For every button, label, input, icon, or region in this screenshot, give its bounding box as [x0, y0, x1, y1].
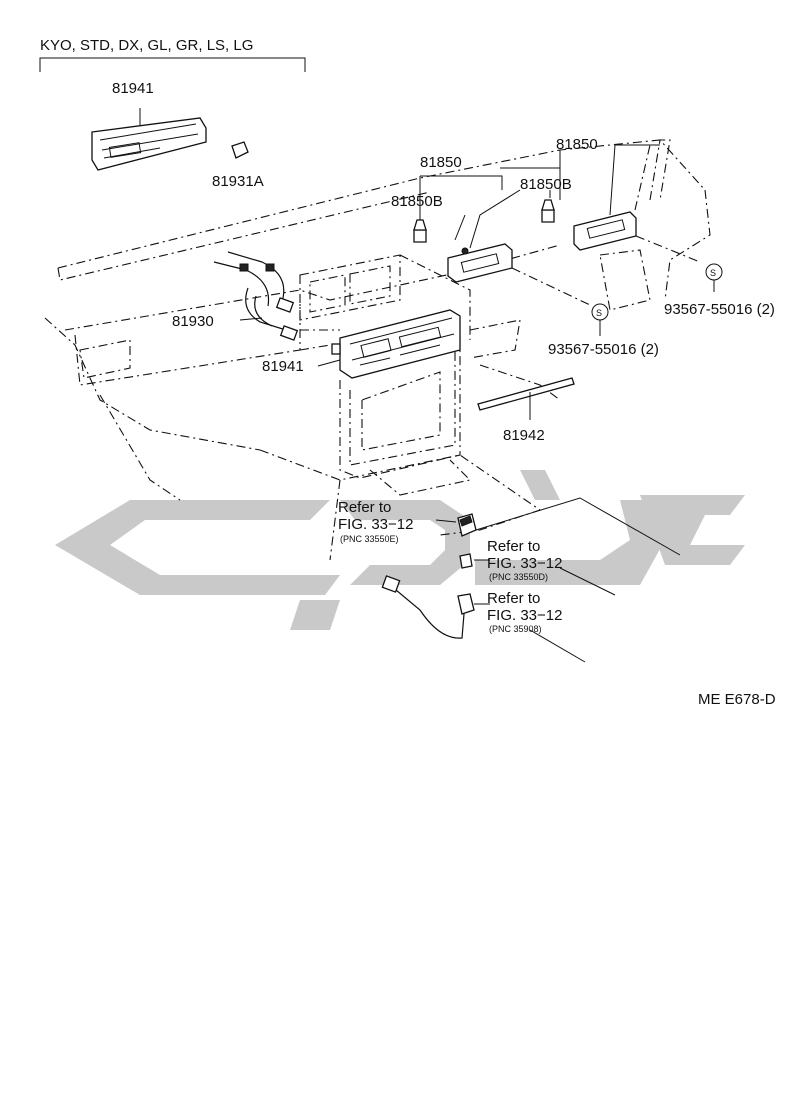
- label-81931A: 81931A: [212, 173, 264, 190]
- screw-symbol-right: S: [705, 263, 723, 281]
- leader-ref-3: [474, 603, 586, 663]
- svg-text:S: S: [596, 308, 602, 318]
- label-screw-right: 93567-55016 (2): [664, 301, 775, 318]
- lamp-81850-left: [447, 243, 513, 283]
- strip-81942: [477, 377, 575, 420]
- label-81942: 81942: [503, 427, 545, 444]
- leader-81850B-left: [454, 214, 466, 241]
- reference-3: Refer to FIG. 33−12 (PNC 35908): [487, 590, 562, 634]
- svg-text:(PNC 35908): (PNC 35908): [489, 624, 542, 634]
- unit-81941-mid: [331, 309, 461, 379]
- figure-code: ME E678-D: [698, 691, 776, 708]
- svg-text:FIG. 33−12: FIG. 33−12: [487, 555, 562, 572]
- harness-81930: [213, 251, 299, 341]
- ref-part-33550D: [459, 553, 473, 569]
- variant-bracket: [39, 57, 306, 72]
- bulb-81850B-left: [413, 219, 427, 243]
- lamp-81850-right: [573, 211, 637, 251]
- label-81850B-left: 81850B: [391, 193, 443, 210]
- leader-ref-1: [475, 497, 681, 556]
- bulb-81850B-right: [541, 199, 555, 223]
- svg-text:FIG. 33−12: FIG. 33−12: [487, 607, 562, 624]
- screw-leader-right: [635, 235, 701, 263]
- leader-ref-2: [474, 559, 616, 596]
- label-screw-left: 93567-55016 (2): [548, 341, 659, 358]
- unit-81941-top: [91, 108, 207, 171]
- svg-text:Refer to: Refer to: [487, 590, 540, 607]
- label-81941-top: 81941: [112, 80, 154, 97]
- variant-header: KYO, STD, DX, GL, GR, LS, LG: [40, 37, 253, 54]
- svg-text:FIG. 33−12: FIG. 33−12: [338, 516, 413, 533]
- reference-2: Refer to FIG. 33−12 (PNC 33550D): [487, 538, 562, 582]
- svg-text:Refer to: Refer to: [338, 499, 391, 516]
- bulb-81931A: [231, 141, 249, 159]
- leader-81850B: [469, 189, 551, 249]
- screw-label-leaders: [599, 280, 715, 336]
- label-81850B-right: 81850B: [520, 176, 572, 193]
- label-81850-right: 81850: [556, 136, 598, 153]
- dashboard-outline: [44, 139, 711, 501]
- leader-81850-left: [419, 175, 503, 220]
- screw-symbol-left: S: [591, 303, 609, 321]
- screw-leader-left: [511, 267, 591, 306]
- svg-text:(PNC 33550D): (PNC 33550D): [489, 572, 548, 582]
- svg-text:(PNC 33550E): (PNC 33550E): [340, 534, 399, 544]
- watermark-logo: [55, 470, 745, 630]
- leader-81850-right: [500, 144, 660, 216]
- label-81941-mid: 81941: [262, 358, 304, 375]
- ref-part-35908: [381, 575, 475, 639]
- label-81930: 81930: [172, 313, 214, 330]
- label-81850-left: 81850: [420, 154, 462, 171]
- reference-1: Refer to FIG. 33−12 (PNC 33550E): [338, 499, 413, 544]
- svg-text:S: S: [710, 268, 716, 278]
- svg-text:Refer to: Refer to: [487, 538, 540, 555]
- leader-81941-mid: [317, 359, 341, 367]
